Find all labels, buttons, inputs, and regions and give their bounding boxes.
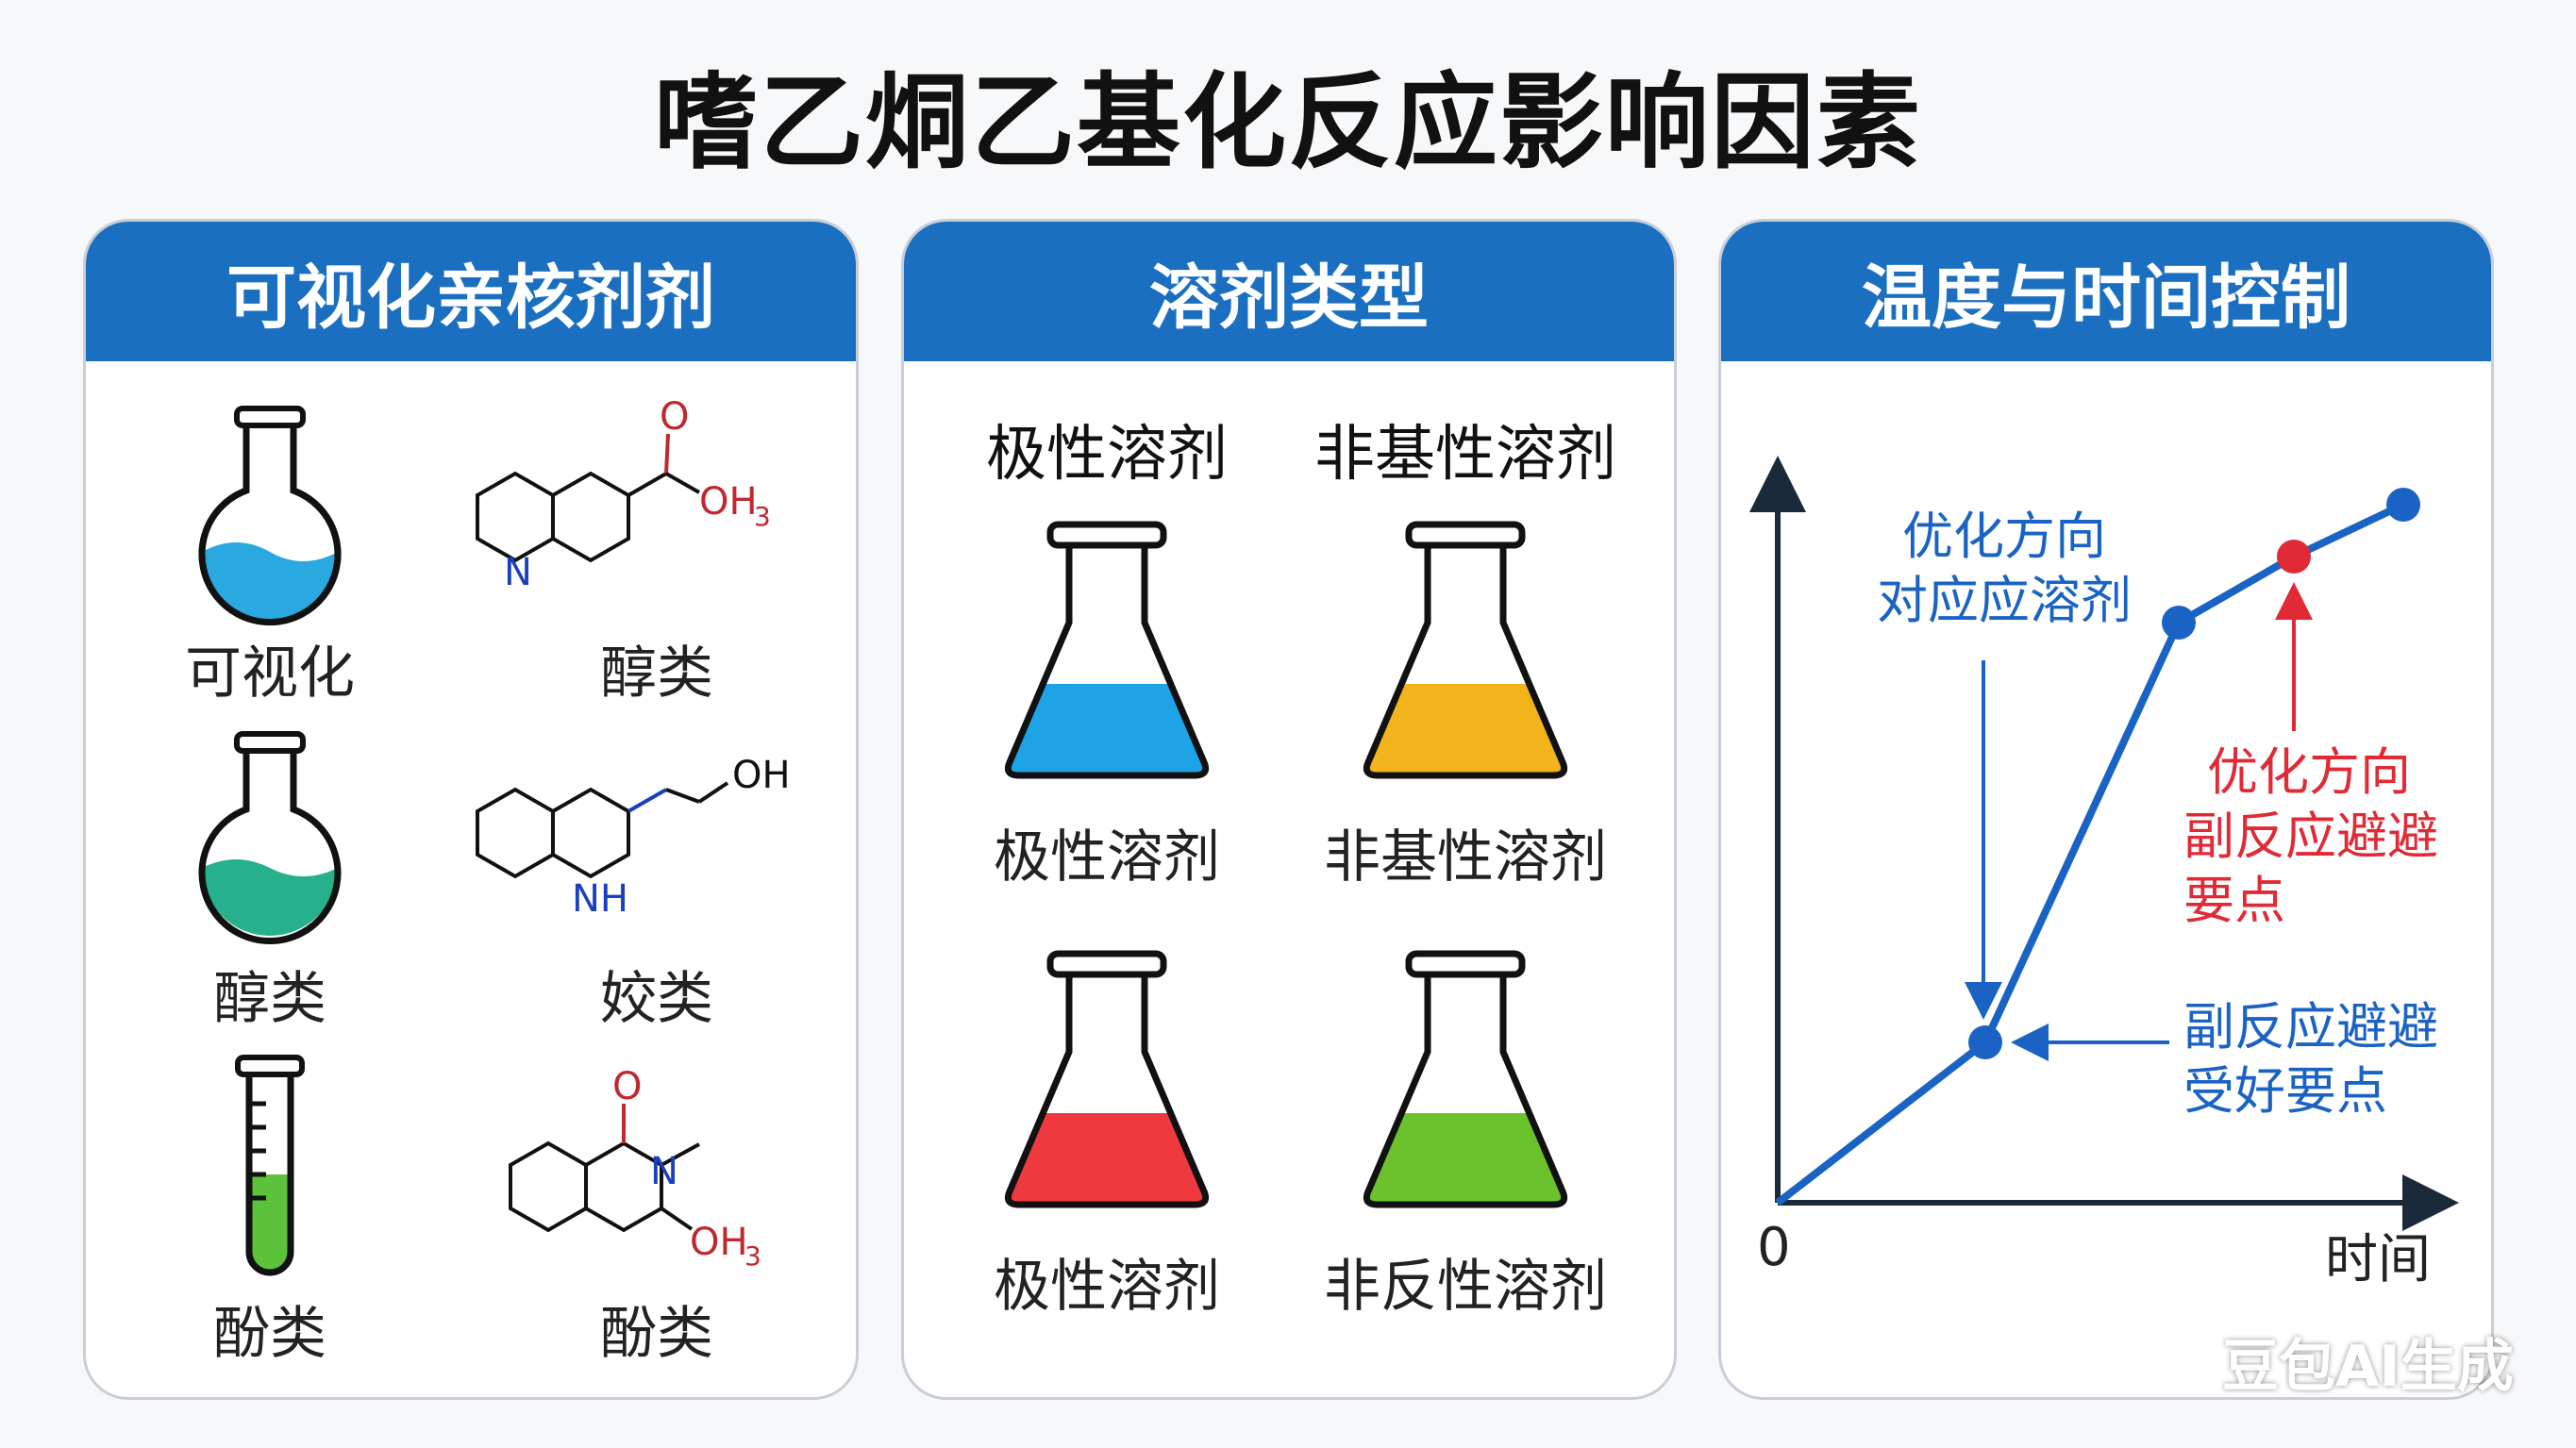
column-header-polar: 极性溶剂 — [986, 420, 1228, 490]
item-label: 酚类 — [600, 1301, 713, 1367]
svg-text:3: 3 — [754, 501, 771, 532]
round-flask-icon — [198, 731, 342, 944]
annotation-side-reaction-blue: 副反应避避 受好要点 — [2183, 997, 2438, 1121]
trend-graph — [1749, 456, 2459, 1231]
nucleophile-panel: 可视化亲核剂剂 可视化 O OH 3 N 醇类 醇类 OH NH 姣类 — [83, 219, 859, 1400]
svg-text:OH: OH — [690, 1221, 748, 1264]
item-label: 醇类 — [600, 641, 713, 707]
x-axis-label: 时间 — [2325, 1229, 2431, 1290]
svg-text:OH: OH — [732, 754, 791, 797]
svg-text:OH: OH — [699, 480, 758, 524]
page-title: 嗜乙烔乙基化反应影响因素 — [654, 62, 1922, 183]
erlenmeyer-flask-icon — [1004, 950, 1210, 1208]
solvent-panel: 溶剂类型 极性溶剂 非基性溶剂 极性溶剂 非基性溶剂 极性溶剂 非反性溶剂 — [901, 219, 1677, 1400]
nucleophile-panel-header: 可视化亲核剂剂 — [86, 222, 856, 361]
flask-label: 极性溶剂 — [994, 1254, 1220, 1320]
data-point — [1968, 1025, 2002, 1059]
tetrahydroquinoline-molecule-icon: OH NH — [476, 754, 791, 921]
annotation-optimize-solvent: 优化方向 对应应溶剂 — [1877, 507, 2132, 630]
item-label: 醇类 — [213, 966, 326, 1032]
highlight-point — [2277, 540, 2311, 574]
svg-text:N: N — [650, 1150, 678, 1193]
flask-label: 极性溶剂 — [994, 824, 1220, 890]
annotation-side-reaction-red: 优化方向 副反应避避 要点 — [2183, 742, 2438, 930]
svg-text:O: O — [660, 401, 689, 439]
svg-text:3: 3 — [744, 1240, 761, 1272]
origin-label: 0 — [1757, 1217, 1791, 1278]
test-tube-icon — [235, 1055, 305, 1276]
solvent-panel-header: 溶剂类型 — [904, 222, 1674, 361]
item-label: 酚类 — [213, 1301, 326, 1367]
svg-text:N: N — [504, 551, 532, 594]
temperature-panel: 温度与时间控制 优化方向 对应应溶剂 优化方向 — [1718, 219, 2494, 1400]
item-label: 姣类 — [600, 966, 713, 1032]
erlenmeyer-flask-icon — [1363, 950, 1568, 1208]
svg-text:NH: NH — [572, 877, 628, 921]
erlenmeyer-flask-icon — [1004, 521, 1210, 779]
column-header-nonpolar: 非基性溶剂 — [1314, 420, 1616, 490]
watermark: 豆包AI生成 — [2222, 1334, 2514, 1400]
quinoline-molecule-icon: O OH 3 N — [476, 401, 771, 594]
svg-text:O: O — [612, 1065, 642, 1108]
round-flask-icon — [198, 406, 342, 625]
data-point — [2162, 606, 2196, 640]
flask-label: 非反性溶剂 — [1324, 1254, 1607, 1320]
data-point — [2386, 488, 2420, 522]
item-label: 可视化 — [185, 641, 355, 707]
isoquinolinone-molecule-icon: O N OH 3 — [509, 1065, 761, 1272]
erlenmeyer-flask-icon — [1363, 521, 1568, 779]
temperature-panel-header: 温度与时间控制 — [1721, 222, 2491, 361]
flask-label: 非基性溶剂 — [1324, 824, 1607, 890]
